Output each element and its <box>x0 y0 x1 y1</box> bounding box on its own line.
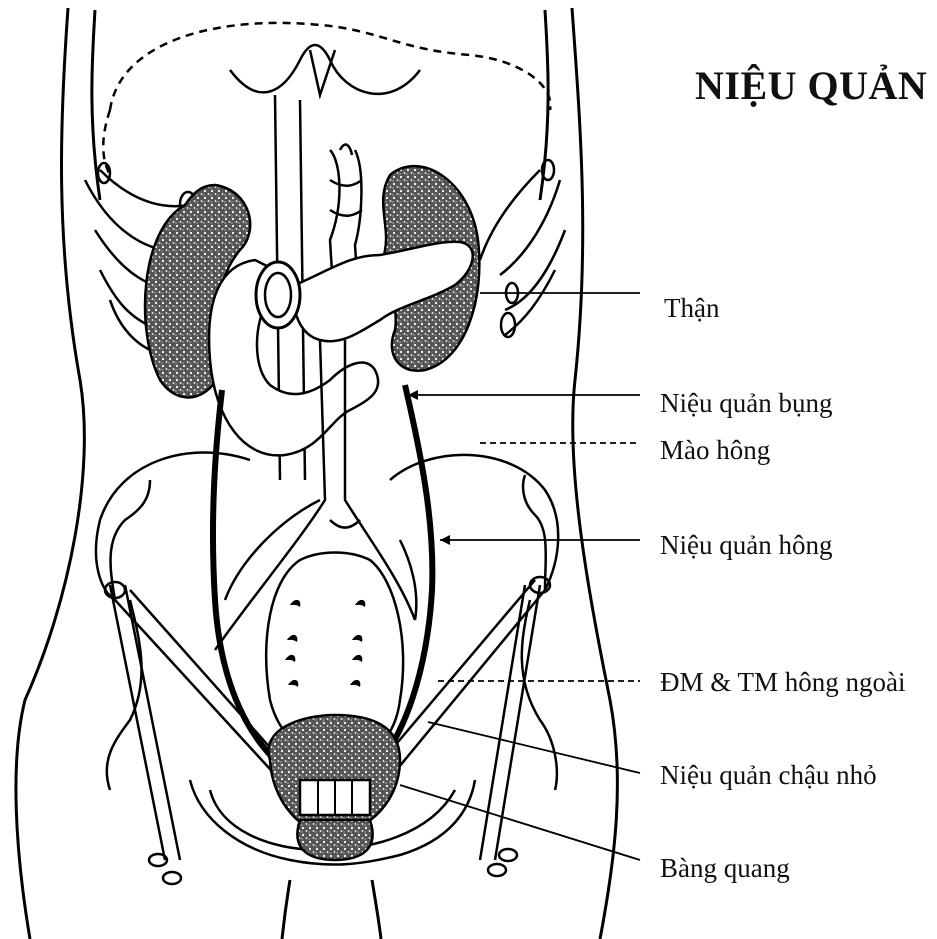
label-than: Thận <box>664 293 719 323</box>
bladder <box>268 715 400 835</box>
right-lateral-vessels <box>500 160 565 337</box>
leader-nieu-quan-chau-nho <box>428 722 640 773</box>
label-nieu-quan-bung: Niệu quản bụng <box>660 388 832 418</box>
label-nieu-quan-hong: Niệu quản hông <box>660 530 832 560</box>
diagram-title: NIỆU QUẢN <box>695 62 927 109</box>
leader-lines <box>400 293 640 860</box>
lower-bladder <box>297 820 372 860</box>
label-nieu-quan-chau-nho: Niệu quản chậu nhỏ <box>660 760 877 790</box>
label-dm-tm-hong-ngoai: ĐM & TM hông ngoài <box>660 667 906 697</box>
label-mao-hong: Mào hông <box>660 435 770 465</box>
label-bang-quang: Bàng quang <box>660 853 790 883</box>
leader-bang-quang <box>400 785 640 860</box>
